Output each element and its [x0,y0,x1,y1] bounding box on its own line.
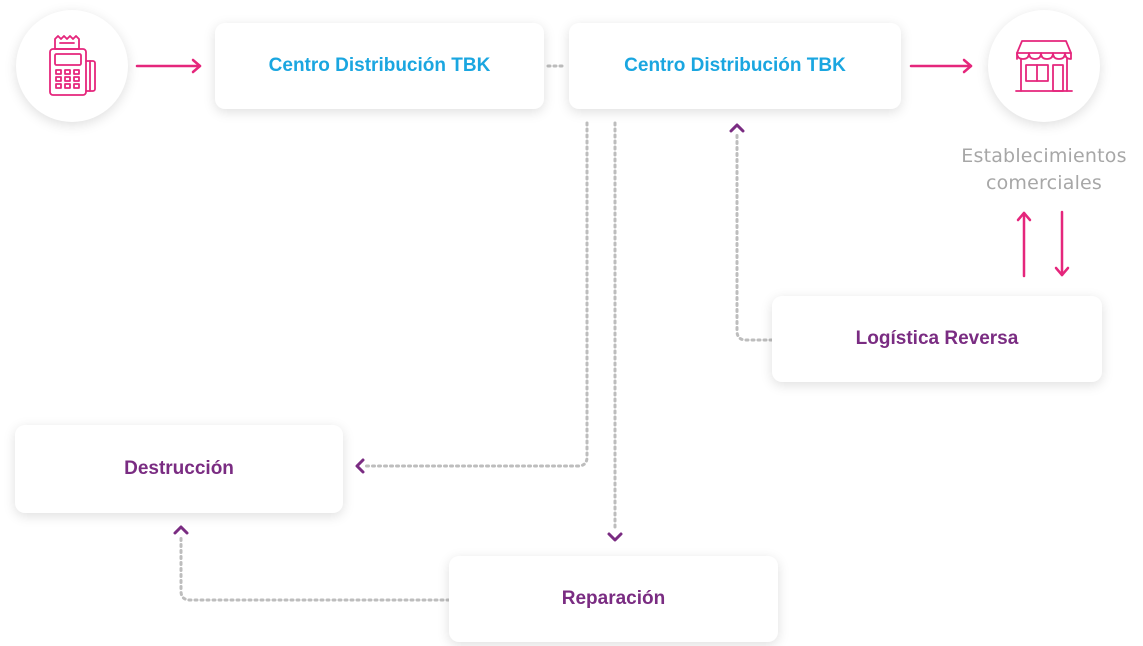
centro-distribucion-box-1: Centro Distribución TBK [215,23,544,109]
centro-distribucion-label-1: Centro Distribución TBK [268,55,491,76]
pos-terminal-node [16,10,128,122]
pos-terminal-icon [49,35,96,96]
logistica-reversa-box: Logística Reversa [772,296,1102,382]
store-icon [1015,40,1073,92]
chevron-down-icon [607,532,623,542]
store-label-line-2: comerciales [985,172,1103,194]
destruccion-box: Destrucción [15,425,343,513]
logistica-reversa-label: Logística Reversa [855,328,1019,349]
chevron-up-icon [173,525,189,535]
chevron-left-icon [355,458,365,474]
reparacion-box: Reparación [449,556,778,642]
chevron-up-icon [729,123,745,133]
dotted-reparacion-to-destruccion [179,535,451,602]
destruccion-label: Destrucción [124,458,234,479]
store-node [988,10,1100,122]
centro-distribucion-box-2: Centro Distribución TBK [569,23,901,109]
centro-distribucion-label-2: Centro Distribución TBK [624,55,846,76]
store-label: Establecimientos comerciales [938,143,1143,197]
store-label-line-1: Establecimientos [961,145,1127,167]
arrow-up-to-store [1016,211,1032,278]
dotted-cd2-to-destruccion [363,121,589,468]
arrow-cd2-to-store [909,58,973,74]
reparacion-label: Reparación [561,588,666,609]
arrow-terminal-to-cd1 [135,58,202,74]
arrow-down-from-store [1054,210,1070,277]
dotted-logistica-to-cd2 [735,133,774,342]
